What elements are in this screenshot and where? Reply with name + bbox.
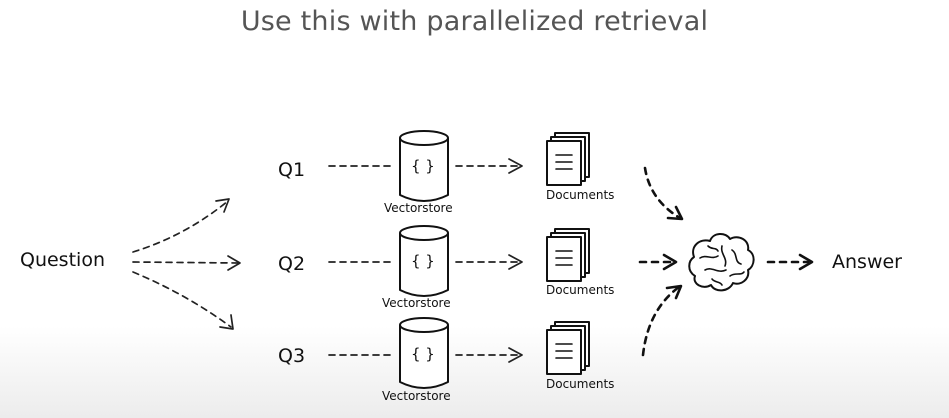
docs-label-1: Documents xyxy=(546,188,614,202)
store-label-1: Vectorstore xyxy=(384,201,453,215)
database-cylinder-icon: { } xyxy=(399,225,449,297)
store-label-2: Vectorstore xyxy=(382,296,451,310)
query-label-q3: Q3 xyxy=(278,345,305,367)
store-symbol-3: { } xyxy=(411,345,435,363)
database-cylinder-icon: { } xyxy=(399,130,449,202)
retrieval-row-2: Q2 { } Vectorstore Documents xyxy=(278,225,614,310)
query-label-q1: Q1 xyxy=(278,159,305,181)
query-label-q2: Q2 xyxy=(278,253,305,275)
store-symbol-1: { } xyxy=(411,157,435,175)
docs-label-3: Documents xyxy=(546,377,614,391)
merge-arrows xyxy=(638,166,684,357)
answer-arrow xyxy=(766,253,814,271)
store-label-3: Vectorstore xyxy=(382,389,451,403)
page-title: Use this with parallelized retrieval xyxy=(240,6,709,37)
brain-icon xyxy=(688,233,755,292)
document-stack-icon xyxy=(546,132,590,186)
fan-out-arrows xyxy=(132,198,241,330)
database-cylinder-icon: { } xyxy=(399,317,449,389)
answer-label: Answer xyxy=(832,251,902,273)
store-symbol-2: { } xyxy=(411,252,435,270)
document-stack-icon xyxy=(546,228,590,282)
document-stack-icon xyxy=(546,321,590,375)
retrieval-row-1: Q1 { } Vectorstore Documents xyxy=(278,130,614,215)
question-label: Question xyxy=(20,249,105,271)
retrieval-row-3: Q3 { } Vectorstore Documents xyxy=(278,317,614,403)
docs-label-2: Documents xyxy=(546,283,614,297)
